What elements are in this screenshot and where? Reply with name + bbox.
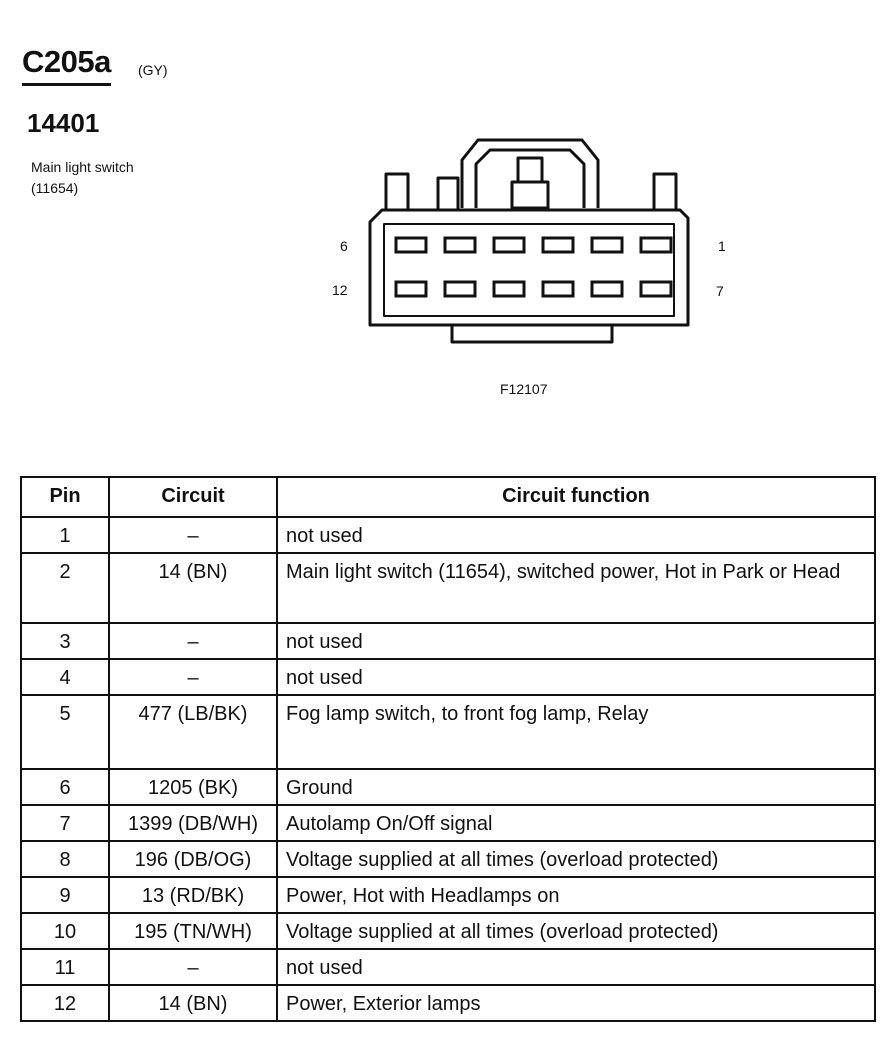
pin-label-top-right: 1 xyxy=(718,238,726,254)
pin-cavity-12 xyxy=(394,280,428,298)
table-header-row: Pin Circuit Circuit function xyxy=(20,476,876,518)
circuit-cell: 195 (TN/WH) xyxy=(108,912,278,950)
table-row: 4 – not used xyxy=(20,658,876,696)
connector-housing xyxy=(368,208,690,327)
table-row: 9 13 (RD/BK) Power, Hot with Headlamps o… xyxy=(20,876,876,914)
circuit-cell: 14 (BN) xyxy=(108,552,278,624)
connector-latch-inner xyxy=(474,148,586,208)
circuit-cell: 196 (DB/OG) xyxy=(108,840,278,878)
function-cell: Ground xyxy=(276,768,876,806)
table-row: 3 – not used xyxy=(20,622,876,660)
function-cell: not used xyxy=(276,948,876,986)
table-row: 6 1205 (BK) Ground xyxy=(20,768,876,806)
pin-cavity-1 xyxy=(639,236,673,254)
function-cell: Fog lamp switch, to front fog lamp, Rela… xyxy=(276,694,876,770)
pin-label-bottom-left: 12 xyxy=(332,282,348,298)
connector-post-right xyxy=(652,172,678,212)
function-cell: Power, Hot with Headlamps on xyxy=(276,876,876,914)
function-cell: Voltage supplied at all times (overload … xyxy=(276,912,876,950)
pin-table: Pin Circuit Circuit function 1 – not use… xyxy=(20,476,876,1022)
pin-cavity-3 xyxy=(541,236,575,254)
component-name-text: Main light switch xyxy=(31,159,134,175)
function-cell: not used xyxy=(276,516,876,554)
pin-cell: 5 xyxy=(20,694,110,770)
header-function: Circuit function xyxy=(276,476,876,518)
connector-latch-lock xyxy=(510,180,550,210)
pin-cell: 3 xyxy=(20,622,110,660)
pin-cavity-9 xyxy=(541,280,575,298)
connector-face-diagram: 6 12 1 7 xyxy=(332,138,726,344)
pin-cell: 9 xyxy=(20,876,110,914)
pin-label-bottom-right: 7 xyxy=(716,283,724,299)
function-cell: Voltage supplied at all times (overload … xyxy=(276,840,876,878)
connector-post-left xyxy=(384,172,410,212)
circuit-cell: – xyxy=(108,948,278,986)
table-row: 1 – not used xyxy=(20,516,876,554)
pin-cell: 11 xyxy=(20,948,110,986)
component-code: (11654) xyxy=(31,180,79,196)
top-row-cavities xyxy=(394,236,673,254)
table-row: 11 – not used xyxy=(20,948,876,986)
header-circuit: Circuit xyxy=(108,476,278,518)
figure-id: F12107 xyxy=(500,381,548,397)
pin-cavity-5 xyxy=(443,236,477,254)
circuit-cell: 14 (BN) xyxy=(108,984,278,1022)
connector-housing-inner xyxy=(383,223,675,317)
pin-cavity-11 xyxy=(443,280,477,298)
pin-cavity-2 xyxy=(590,236,624,254)
pin-cell: 10 xyxy=(20,912,110,950)
connector-id: C205a xyxy=(22,44,111,86)
circuit-cell: – xyxy=(108,516,278,554)
circuit-cell: – xyxy=(108,622,278,660)
connector-latch xyxy=(460,138,600,208)
pin-cell: 6 xyxy=(20,768,110,806)
table-row: 7 1399 (DB/WH) Autolamp On/Off signal xyxy=(20,804,876,842)
pin-cavity-8 xyxy=(590,280,624,298)
bottom-row-cavities xyxy=(394,280,673,298)
circuit-cell: 13 (RD/BK) xyxy=(108,876,278,914)
connector-bottom-key xyxy=(450,325,614,344)
function-cell: Autolamp On/Off signal xyxy=(276,804,876,842)
table-row: 10 195 (TN/WH) Voltage supplied at all t… xyxy=(20,912,876,950)
pin-cavity-7 xyxy=(639,280,673,298)
circuit-cell: 477 (LB/BK) xyxy=(108,694,278,770)
pin-cavity-10 xyxy=(492,280,526,298)
table-row: 5 477 (LB/BK) Fog lamp switch, to front … xyxy=(20,694,876,770)
function-cell: not used xyxy=(276,658,876,696)
circuit-cell: – xyxy=(108,658,278,696)
connector-latch-tab xyxy=(516,156,544,184)
connector-post-center-left xyxy=(436,176,460,212)
pin-cell: 2 xyxy=(20,552,110,624)
pin-cavity-4 xyxy=(492,236,526,254)
connector-color: (GY) xyxy=(138,62,168,78)
circuit-cell: 1205 (BK) xyxy=(108,768,278,806)
pin-cell: 4 xyxy=(20,658,110,696)
circuit-cell: 1399 (DB/WH) xyxy=(108,804,278,842)
part-number: 14401 xyxy=(27,108,100,138)
pin-cell: 8 xyxy=(20,840,110,878)
table-row: 8 196 (DB/OG) Voltage supplied at all ti… xyxy=(20,840,876,878)
pin-cell: 12 xyxy=(20,984,110,1022)
table-row: 12 14 (BN) Power, Exterior lamps xyxy=(20,984,876,1022)
function-cell: Main light switch (11654), switched powe… xyxy=(276,552,876,624)
table-row: 2 14 (BN) Main light switch (11654), swi… xyxy=(20,552,876,624)
function-cell: not used xyxy=(276,622,876,660)
pin-cell: 1 xyxy=(20,516,110,554)
pin-cavity-6 xyxy=(394,236,428,254)
header-pin: Pin xyxy=(20,476,110,518)
pin-cell: 7 xyxy=(20,804,110,842)
pin-label-top-left: 6 xyxy=(340,238,348,254)
function-cell: Power, Exterior lamps xyxy=(276,984,876,1022)
component-name: Main light switch (11654) xyxy=(31,157,134,199)
